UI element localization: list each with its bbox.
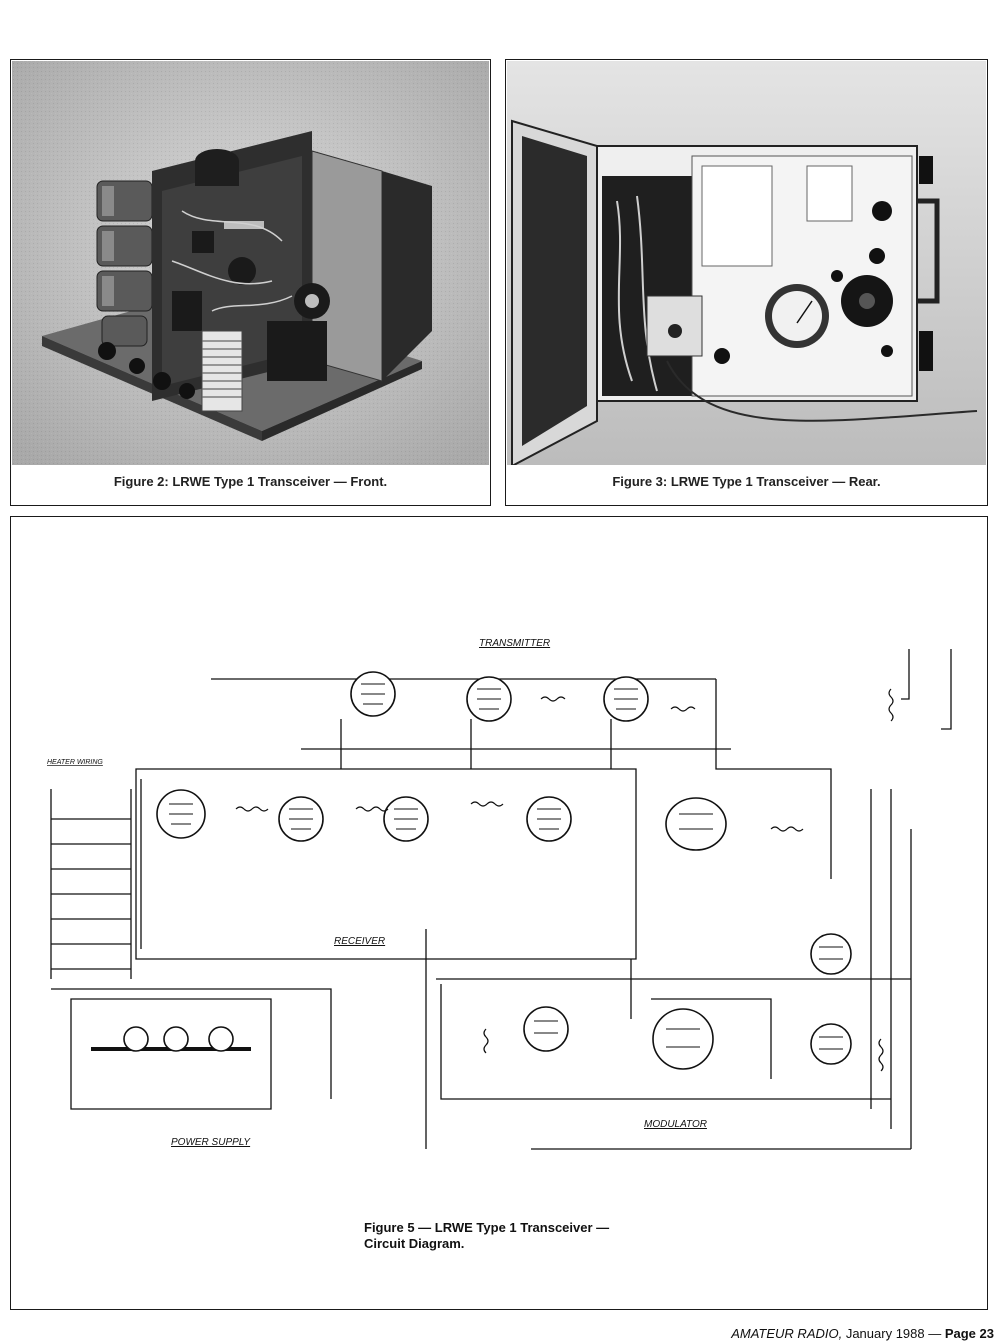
- heater-wiring-label: HEATER WIRING: [47, 759, 103, 766]
- circuit-diagram: TRANSMITTER RECEIVER MODULATOR POWER SUP…: [47, 638, 952, 1150]
- publication-name: AMATEUR RADIO,: [731, 1326, 843, 1341]
- modulator-label: MODULATOR: [644, 1119, 707, 1130]
- issue-date: January 1988 —: [842, 1326, 945, 1341]
- figure-2-photo: [12, 61, 489, 465]
- figure-5-caption: Figure 5 — LRWE Type 1 Transceiver — Cir…: [364, 1220, 609, 1252]
- figure-3-photo: [507, 61, 986, 465]
- figure-5-caption-line-1: Figure 5 — LRWE Type 1 Transceiver —: [364, 1220, 610, 1235]
- page-footer: AMATEUR RADIO, January 1988 — Page 23: [731, 1326, 994, 1341]
- receiver-label: RECEIVER: [334, 936, 385, 947]
- power-supply-label: POWER SUPPLY: [171, 1137, 251, 1148]
- transceiver-front-photo-illustration: [12, 61, 489, 465]
- figure-2-caption: Figure 2: LRWE Type 1 Transceiver — Fron…: [113, 474, 388, 489]
- figure-5-panel: TRANSMITTER RECEIVER MODULATOR POWER SUP…: [10, 516, 988, 1310]
- transceiver-rear-photo-illustration: [507, 61, 986, 465]
- figure-3-caption: Figure 3: LRWE Type 1 Transceiver — Rear…: [612, 474, 881, 489]
- figure-3-panel: Figure 3: LRWE Type 1 Transceiver — Rear…: [505, 59, 988, 506]
- figure-2-panel: Figure 2: LRWE Type 1 Transceiver — Fron…: [10, 59, 491, 506]
- page-number: Page 23: [944, 1326, 994, 1341]
- figure-5-caption-line-2: Circuit Diagram.: [364, 1236, 465, 1251]
- transmitter-label: TRANSMITTER: [479, 638, 550, 649]
